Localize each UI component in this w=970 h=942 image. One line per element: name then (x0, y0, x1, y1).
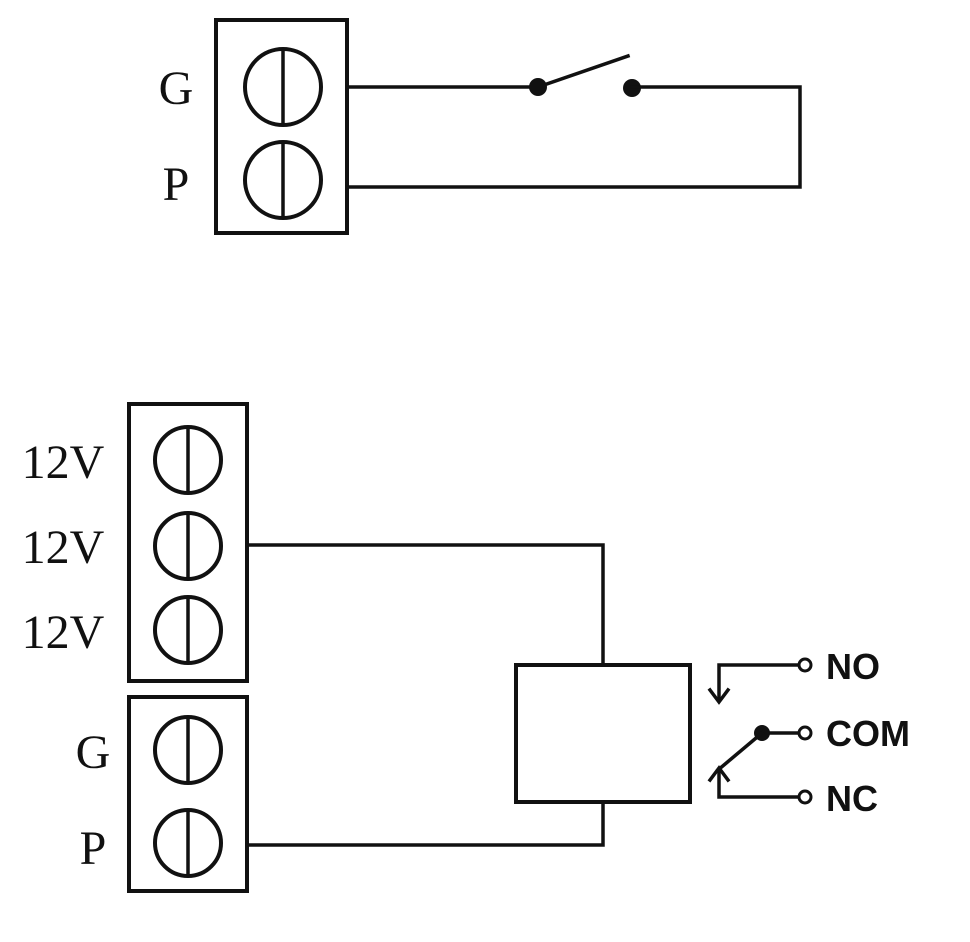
input-terminal-housing (127, 695, 249, 893)
input-terminal-block: G P (76, 695, 249, 893)
top-terminal-housing (214, 18, 349, 235)
wire-p-to-relay (245, 801, 605, 847)
label-nc: NC (826, 778, 878, 819)
label-no: NO (826, 646, 880, 687)
screw-12v-3 (153, 595, 223, 665)
label-12v-2: 12V (22, 521, 105, 574)
wire-12v-to-relay (245, 543, 605, 666)
com-terminal (797, 725, 813, 741)
bottom-label-g: G (76, 726, 111, 779)
power-terminal-housing (127, 402, 249, 683)
switch-circuit (346, 53, 802, 189)
relay (245, 543, 692, 847)
top-terminal-block: G P (159, 18, 349, 235)
com-lever (715, 730, 765, 773)
wire-switch-to-p (346, 85, 802, 189)
label-com: COM (826, 713, 910, 754)
nc-arrow-icon (707, 765, 731, 783)
no-arrow-icon (707, 687, 731, 705)
power-terminal-block: 12V 12V 12V (22, 402, 249, 683)
screw-g-top (243, 47, 323, 127)
label-12v-3: 12V (22, 606, 105, 659)
screw-12v-1 (153, 425, 223, 495)
top-label-g: G (159, 62, 194, 115)
nc-contact-line (717, 768, 805, 799)
nc-terminal (797, 789, 813, 805)
top-label-p: P (163, 158, 190, 211)
relay-coil (514, 663, 692, 804)
no-contact-line (717, 663, 805, 702)
no-terminal (797, 657, 813, 673)
screw-p-top (243, 140, 323, 220)
bottom-label-p: P (80, 822, 107, 875)
relay-contacts: NO COM NC (707, 646, 910, 819)
screw-p-bottom (153, 808, 223, 878)
label-12v-1: 12V (22, 436, 105, 489)
screw-g-bottom (153, 715, 223, 785)
switch-pivot-dot (529, 78, 547, 96)
switch-lever (535, 53, 631, 90)
screw-12v-2 (153, 511, 223, 581)
